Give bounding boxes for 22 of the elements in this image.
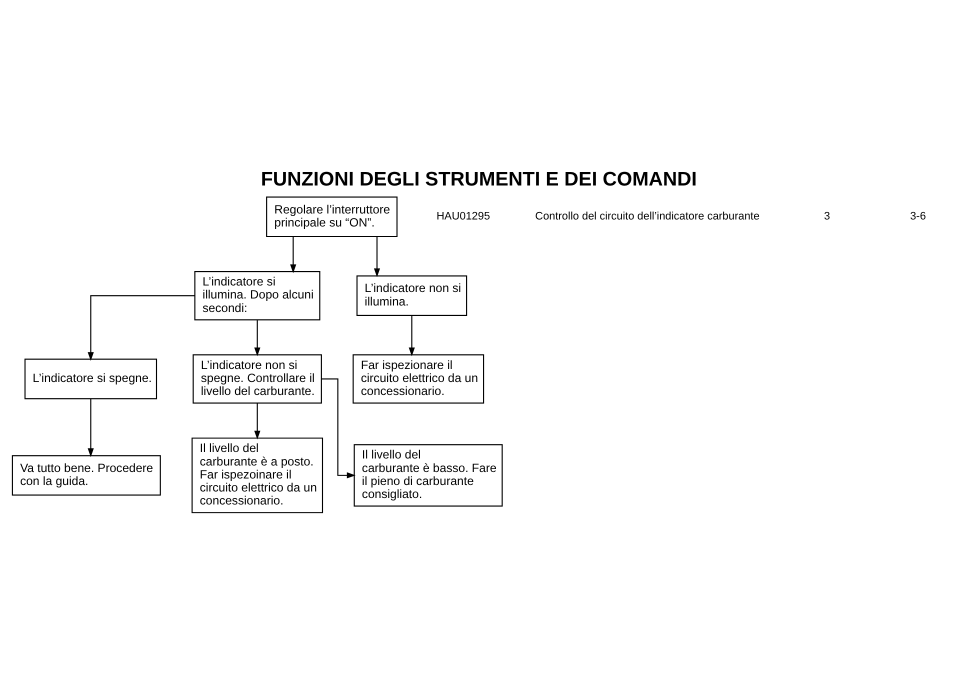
- node-box: L’indicatore si illumina. Dopo alcuni secondi:: [194, 270, 320, 320]
- node-box: Regolare l’interruttore principale su “ON”.: [266, 196, 398, 237]
- node-box: L’indicatore si spegne.: [24, 358, 158, 399]
- node-box: Il livello del carburante è basso. Fare il pieno di carburante consigliato.: [354, 444, 503, 506]
- label: HAU01295: [436, 210, 490, 222]
- node-box: Far ispezionare il circuito elettrico da un concessionario.: [352, 354, 484, 404]
- arrow: [254, 402, 260, 440]
- arrow: [88, 294, 195, 360]
- node-box: Va tutto bene. Procedere con la guida.: [12, 454, 161, 496]
- diagram-title: FUNZIONI DEGLI STRUMENTI E DEI COMANDI: [260, 168, 697, 190]
- node-box: L’indicatore non si spegne. Controllare il livello del carburante.: [192, 354, 322, 404]
- label: 3: [824, 210, 830, 222]
- node-box: L’indicatore non si illumina.: [356, 274, 468, 316]
- label: 3-6: [910, 210, 926, 222]
- arrow: [374, 236, 380, 277]
- node-box: Il livello del carburante è a posto. Far ispezoinare il circuito elettrico da un concessionario.: [192, 437, 324, 513]
- arrow: [290, 236, 296, 273]
- arrow: [408, 314, 415, 356]
- arrow: [254, 320, 260, 356]
- label: Controllo del circuito dell’indicatore carburante: [535, 210, 760, 222]
- arrow: [322, 378, 356, 478]
- arrow: [88, 398, 94, 457]
